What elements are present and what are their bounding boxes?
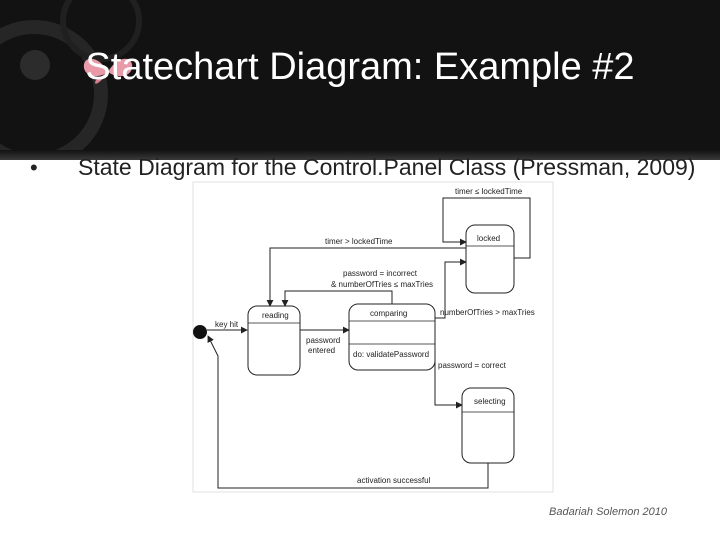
- bullet-marker: •: [30, 155, 38, 180]
- state-locked-label: locked: [477, 234, 500, 243]
- password-entered-label: password: [306, 336, 340, 345]
- title-bar: [0, 0, 720, 160]
- password-entered-label: entered: [308, 346, 335, 355]
- decorative-circle: [60, 0, 142, 62]
- bullet-text: State Diagram for the Control.Panel Clas…: [78, 154, 696, 180]
- initial-state-node: [193, 325, 207, 339]
- incorrect-password-arrow: [281, 290, 393, 307]
- butterfly-icon: [83, 58, 133, 84]
- state-comparing-activity: do: validatePassword: [353, 350, 429, 359]
- incorrect-password-label: password = incorrect: [343, 269, 418, 278]
- activation-label: activation successful: [357, 476, 431, 485]
- timer-self-label: timer ≤ lockedTime: [455, 187, 523, 196]
- state-selecting-label: selecting: [474, 397, 506, 406]
- max-tries-label: numberOfTries > maxTries: [440, 308, 535, 317]
- incorrect-password-label: & numberOfTries ≤ maxTries: [331, 280, 433, 289]
- state-comparing-label: comparing: [370, 309, 407, 318]
- password-correct-arrow: [434, 352, 463, 409]
- key-hit-label: key hit: [215, 320, 239, 329]
- timer-unlock-arrow: [266, 247, 466, 307]
- timer-unlock-label: timer > lockedTime: [325, 237, 393, 246]
- max-tries-arrow: [435, 258, 467, 319]
- state-reading-label: reading: [262, 311, 289, 320]
- decorative-circle: [20, 50, 50, 80]
- password-correct-label: password = correct: [438, 361, 507, 370]
- slide-title: Statechart Diagram: Example #2: [85, 46, 635, 88]
- timer-self-loop: [442, 197, 531, 259]
- activation-arrow: [207, 335, 489, 489]
- diagram-frame: [192, 181, 554, 493]
- slide-credit: Badariah Solemon 2010: [549, 506, 668, 518]
